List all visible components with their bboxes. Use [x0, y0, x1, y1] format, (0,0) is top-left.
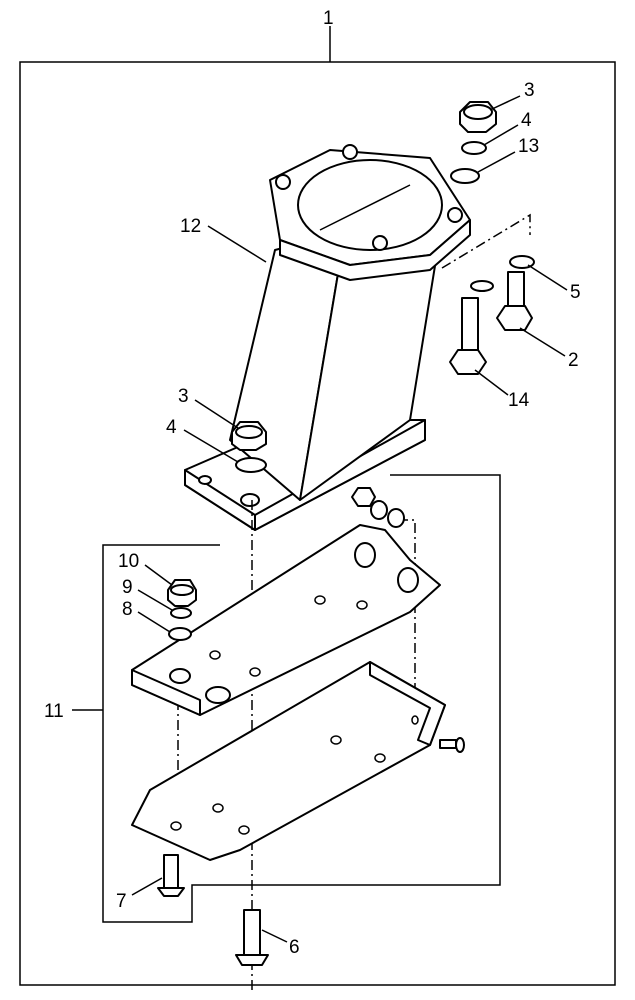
nut-3-upper [459, 101, 497, 133]
washer-4-lower [235, 457, 267, 473]
callout-7: 7 [116, 891, 127, 912]
leader-8 [137, 611, 171, 633]
callout-4-lower: 4 [166, 417, 177, 438]
callout-8: 8 [122, 599, 133, 620]
callout-1: 1 [323, 8, 334, 29]
leader-6 [261, 929, 288, 943]
leader-3a [489, 95, 521, 111]
leader-14 [474, 369, 509, 396]
washer-9 [170, 607, 192, 619]
leader-7 [131, 877, 163, 896]
centerline-upper [441, 213, 531, 269]
callout-6: 6 [289, 937, 300, 958]
callout-14: 14 [508, 390, 530, 411]
callout-10: 10 [118, 551, 139, 572]
washer-13 [450, 168, 480, 184]
plate-hardware [351, 487, 405, 528]
washer-4-upper [461, 141, 487, 155]
adapter-housing [184, 144, 471, 531]
leader-13 [477, 151, 516, 173]
bolt-14 [449, 297, 487, 375]
mounting-plate-upper [131, 524, 441, 716]
leader-4b [183, 429, 239, 463]
leader-2 [519, 327, 566, 357]
callout-11: 11 [44, 701, 64, 722]
bolt-2 [496, 271, 533, 331]
callout-5: 5 [570, 282, 581, 303]
assembly-frame [19, 61, 616, 986]
subassembly-11-bracket [102, 474, 501, 923]
washer-5b [470, 280, 494, 292]
nut-3-lower [231, 421, 267, 451]
screw-side [439, 737, 465, 753]
leader-3b [194, 399, 239, 429]
callout-3-lower: 3 [178, 386, 189, 407]
leader-4a [483, 124, 519, 146]
callout-12: 12 [180, 216, 201, 237]
washer-8 [168, 627, 192, 641]
mounting-plate-lower [131, 661, 446, 861]
callout-4: 4 [521, 110, 532, 131]
leader-10 [144, 564, 173, 586]
leader-9 [137, 589, 173, 611]
screw-6 [235, 909, 269, 966]
leader-5 [527, 264, 568, 291]
nut-10 [167, 579, 197, 607]
leader-12 [207, 225, 267, 263]
callout-2: 2 [568, 350, 579, 371]
callout-3: 3 [524, 80, 535, 101]
screw-7 [157, 854, 185, 897]
callout-13: 13 [518, 136, 539, 157]
callout-9: 9 [122, 577, 133, 598]
